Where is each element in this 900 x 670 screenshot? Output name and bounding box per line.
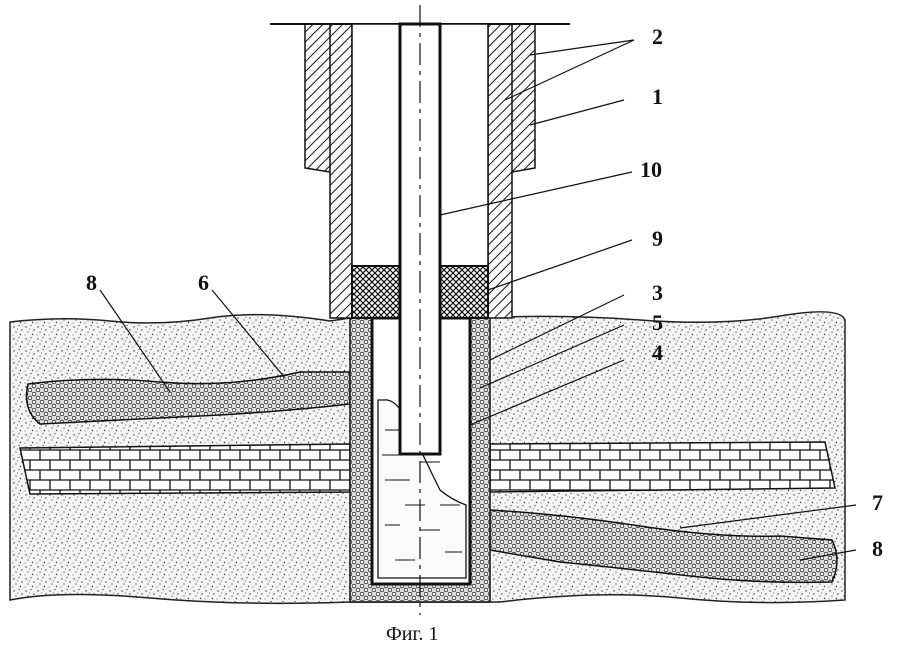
porous-layer-left <box>25 371 351 425</box>
tubing <box>398 5 442 615</box>
label-casing: 1 <box>652 84 663 109</box>
label-lower-productive-layer: 7 <box>872 490 883 515</box>
leader-lines <box>99 39 857 561</box>
figure-caption: Фиг. 1 <box>386 623 438 645</box>
label-bottom-liner: 4 <box>652 340 663 365</box>
label-packer: 9 <box>652 226 663 251</box>
label-cement-ring: 2 <box>652 24 663 49</box>
part-labels: 2 1 10 9 3 5 4 6 8 7 8 <box>86 24 883 561</box>
label-porous-zone-right: 8 <box>872 536 883 561</box>
label-upper-productive-layer: 6 <box>198 270 209 295</box>
label-porous-zone-left: 8 <box>86 270 97 295</box>
packer <box>351 265 489 319</box>
label-borehole-wall: 3 <box>652 280 663 305</box>
brick-layer <box>19 441 836 495</box>
label-filler: 5 <box>652 310 663 335</box>
label-tubing: 10 <box>640 157 662 182</box>
porous-layer-right <box>489 509 838 584</box>
